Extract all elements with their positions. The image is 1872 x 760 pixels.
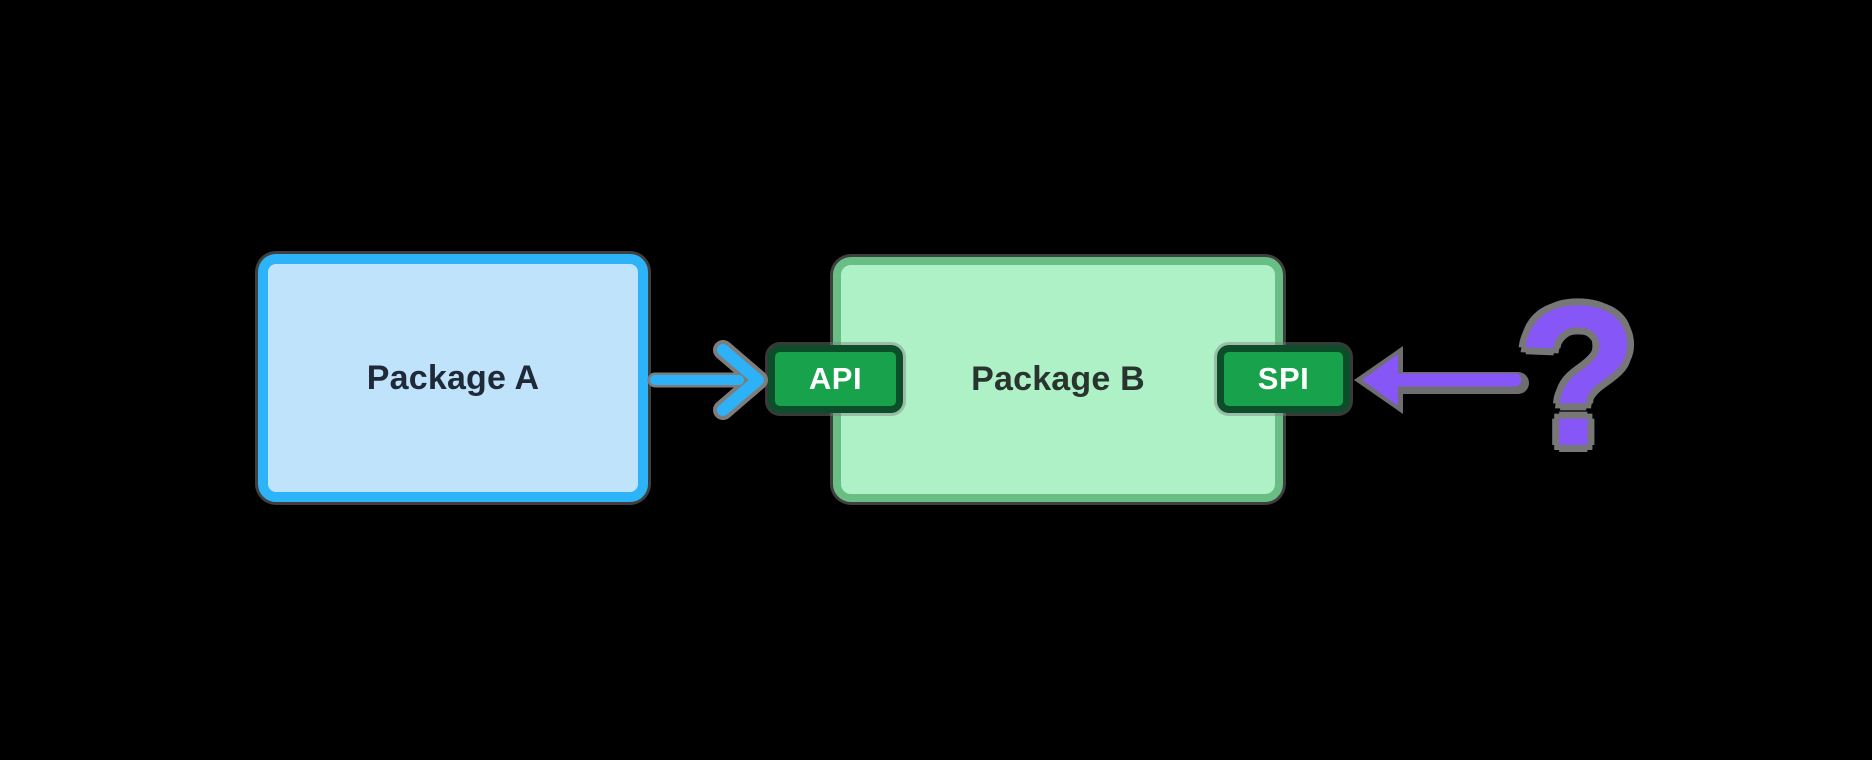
arrow-left-icon — [1354, 346, 1529, 414]
arrow-right-icon — [647, 340, 768, 420]
package-b-label: Package B — [971, 360, 1145, 398]
spi-badge-label: SPI — [1257, 361, 1310, 396]
api-badge: API — [768, 345, 903, 413]
question-mark-icon: ? — [1516, 265, 1639, 488]
api-badge-label: API — [808, 361, 863, 396]
package-a-box: Package A — [258, 254, 648, 502]
package-a-label: Package A — [366, 358, 540, 397]
spi-badge: SPI — [1217, 345, 1350, 413]
